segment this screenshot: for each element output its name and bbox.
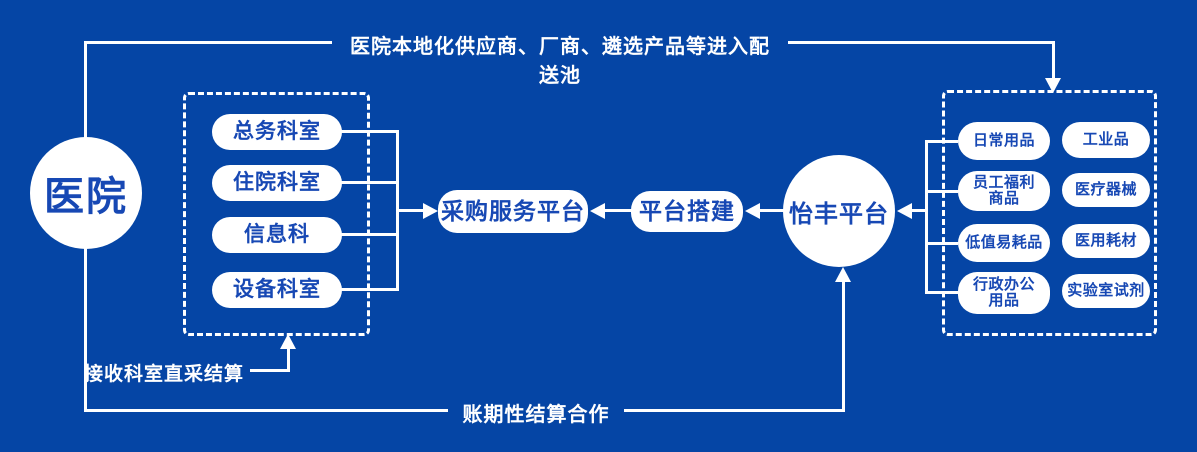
arrow-products-to-yifeng-icon bbox=[897, 203, 912, 219]
procurement-platform-node: 采购服务平台 bbox=[438, 190, 588, 233]
yifeng-platform-label: 怡丰平台 bbox=[789, 200, 889, 228]
product-medical-consumables-node: 医用耗材 bbox=[1062, 224, 1150, 258]
platform-build-label: 平台搭建 bbox=[639, 197, 735, 224]
prod2-connector-line bbox=[925, 190, 958, 193]
dept-inpatient-label: 住院科室 bbox=[233, 171, 321, 195]
product-low-value-consumables-label: 低值易耗品 bbox=[965, 233, 1043, 251]
dept3-connector-line bbox=[341, 233, 399, 236]
product-admin-office-supplies-label: 行政办公 用品 bbox=[972, 275, 1035, 309]
arrow-into-yifeng-circle-icon bbox=[835, 267, 851, 282]
procurement-platform-label: 采购服务平台 bbox=[441, 197, 585, 224]
product-lab-reagents-node: 实验室试剂 bbox=[1062, 274, 1150, 308]
merge-to-procurement-line bbox=[396, 209, 424, 212]
dept-general-affairs-label: 总务科室 bbox=[233, 120, 321, 144]
product-industrial-label: 工业品 bbox=[1082, 130, 1130, 148]
top-flow-label: 医院本地化供应商、厂商、遴选产品等进入配送池 bbox=[332, 30, 788, 88]
bottom-right-vertical-line bbox=[842, 281, 845, 412]
hospital-circle-label: 医院 bbox=[44, 175, 128, 219]
top-right-vertical-line bbox=[1052, 41, 1055, 78]
product-daily-goods-node: 日常用品 bbox=[958, 122, 1050, 160]
bottom-flow-label: 账期性结算合作 bbox=[448, 398, 624, 427]
product-lab-reagents-label: 实验室试剂 bbox=[1067, 281, 1145, 299]
arrow-into-right-box-icon bbox=[1045, 78, 1061, 93]
dept-inpatient-node: 住院科室 bbox=[212, 165, 342, 201]
build-to-procurement-line bbox=[604, 209, 632, 212]
product-employee-welfare-label: 员工福利 商品 bbox=[972, 173, 1035, 207]
department-group-box bbox=[183, 92, 370, 336]
direct-settlement-vertical-line bbox=[287, 348, 290, 372]
product-industrial-node: 工业品 bbox=[1062, 122, 1150, 158]
product-medical-devices-label: 医疗器械 bbox=[1074, 180, 1137, 198]
yifeng-platform-circle-node: 怡丰平台 bbox=[783, 155, 895, 267]
yifeng-to-build-line bbox=[759, 209, 785, 212]
dept-general-affairs-node: 总务科室 bbox=[212, 114, 342, 150]
prod1-connector-line bbox=[925, 140, 958, 143]
prod3-connector-line bbox=[925, 242, 958, 245]
right-merge-vertical-line bbox=[925, 140, 928, 294]
product-daily-goods-label: 日常用品 bbox=[972, 131, 1035, 149]
hospital-circle-node: 医院 bbox=[30, 137, 142, 249]
product-medical-consumables-label: 医用耗材 bbox=[1074, 231, 1137, 249]
product-low-value-consumables-node: 低值易耗品 bbox=[958, 224, 1050, 262]
top-left-vertical-line bbox=[84, 41, 87, 138]
product-medical-devices-node: 医疗器械 bbox=[1062, 173, 1150, 207]
dept-equipment-node: 设备科室 bbox=[212, 272, 342, 308]
product-group-box bbox=[942, 90, 1157, 336]
arrow-yifeng-to-build-icon bbox=[745, 203, 760, 219]
arrow-build-to-procurement-icon bbox=[590, 203, 605, 219]
dept4-connector-line bbox=[341, 288, 399, 291]
dept-equipment-label: 设备科室 bbox=[233, 278, 321, 302]
direct-settlement-line bbox=[250, 369, 290, 372]
product-admin-office-supplies-node: 行政办公 用品 bbox=[958, 272, 1050, 314]
platform-build-node: 平台搭建 bbox=[631, 191, 743, 232]
bottom-left-vertical-line bbox=[84, 248, 87, 412]
arrow-into-department-box-icon bbox=[280, 334, 296, 349]
direct-settlement-label: 接收科室直采结算 bbox=[84, 364, 245, 385]
products-to-yifeng-line bbox=[911, 209, 928, 212]
dept-information-label: 信息科 bbox=[244, 223, 310, 247]
dept2-connector-line bbox=[341, 181, 399, 184]
arrow-into-procurement-icon bbox=[423, 203, 438, 219]
prod4-connector-line bbox=[925, 291, 958, 294]
product-employee-welfare-node: 员工福利 商品 bbox=[958, 171, 1050, 211]
dept-information-node: 信息科 bbox=[212, 217, 342, 253]
dept1-connector-line bbox=[341, 130, 399, 133]
